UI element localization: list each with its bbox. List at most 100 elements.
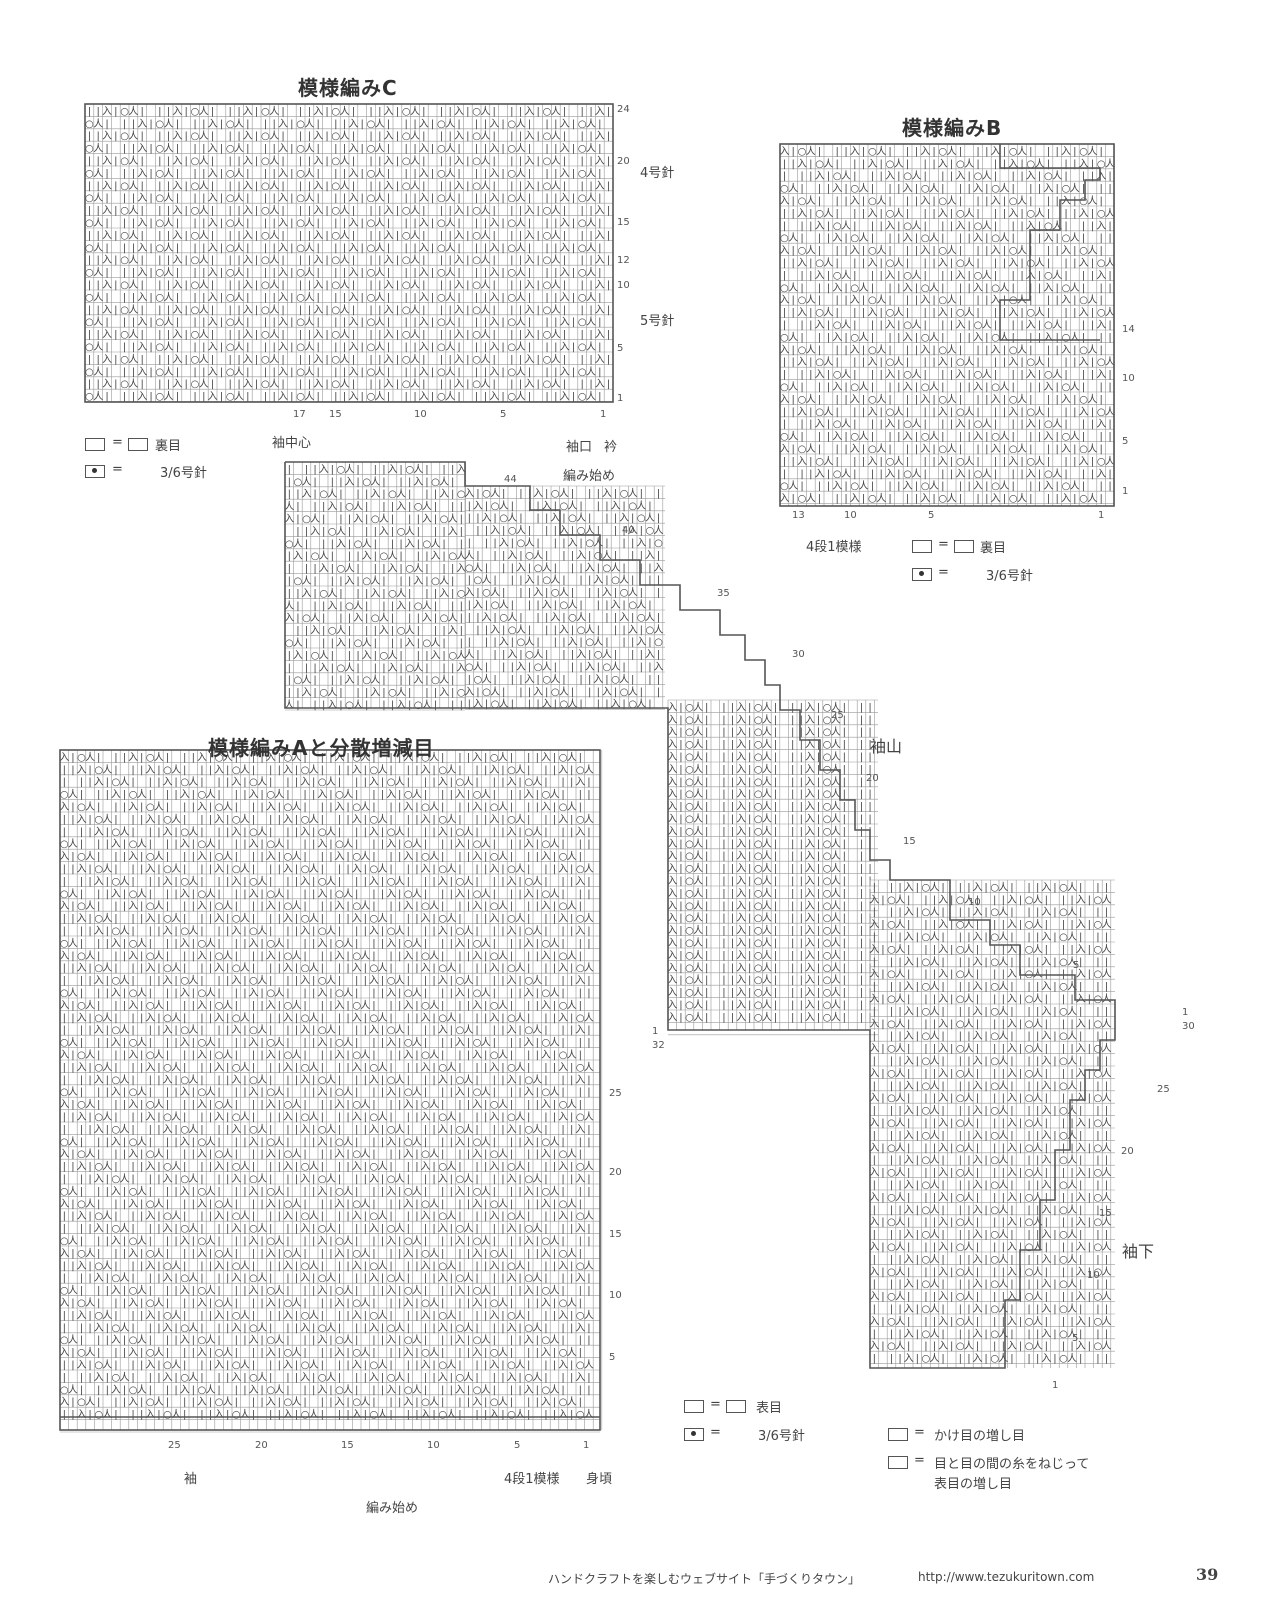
svg-text:|: | (915, 345, 918, 356)
svg-text:入: 入 (137, 392, 147, 403)
svg-text:人: 人 (340, 130, 350, 142)
svg-text:○: ○ (798, 295, 807, 306)
svg-text:|: | (273, 168, 276, 179)
svg-text:|: | (321, 765, 324, 776)
svg-text:入: 入 (524, 379, 534, 390)
svg-text:|: | (183, 765, 186, 776)
svg-text:|: | (792, 258, 795, 269)
svg-text:|: | (149, 243, 152, 254)
svg-text:入: 入 (797, 407, 807, 418)
svg-text:|: | (493, 1124, 496, 1135)
svg-text:|: | (537, 280, 540, 291)
svg-text:○: ○ (261, 230, 270, 241)
svg-text:|: | (200, 926, 203, 937)
svg-text:|: | (398, 790, 401, 801)
svg-text:|: | (63, 1224, 66, 1235)
svg-text:人: 人 (412, 1235, 422, 1247)
svg-text:|: | (1012, 481, 1015, 492)
svg-text:|: | (853, 308, 856, 319)
svg-text:人: 人 (947, 145, 957, 157)
svg-text:|: | (871, 221, 874, 232)
svg-text:|: | (440, 330, 443, 341)
svg-text:入: 入 (278, 392, 288, 403)
svg-text:|: | (246, 268, 249, 279)
svg-text:人: 人 (343, 1185, 353, 1197)
svg-text:|: | (1020, 308, 1023, 319)
svg-text:○: ○ (146, 752, 155, 763)
pattern-b-title: 模様編みB (902, 112, 1002, 141)
svg-text:|: | (343, 218, 346, 229)
svg-text:入: 入 (489, 243, 499, 254)
svg-text:入: 入 (335, 1100, 345, 1111)
svg-text:入: 入 (369, 976, 379, 987)
svg-text:○: ○ (261, 106, 270, 117)
svg-text:|: | (286, 1087, 289, 1098)
a-join-row-1: 1 (652, 1026, 658, 1037)
svg-text:○: ○ (543, 181, 552, 192)
svg-text:人: 人 (257, 1223, 267, 1235)
svg-text:|: | (114, 802, 117, 813)
svg-text:|: | (372, 889, 375, 900)
svg-text:|: | (1003, 196, 1006, 207)
svg-text:○: ○ (404, 1087, 413, 1098)
svg-text:|: | (836, 258, 839, 269)
svg-text:|: | (114, 814, 117, 825)
svg-text:|: | (536, 1186, 539, 1197)
svg-text:|: | (308, 280, 311, 291)
svg-text:|: | (915, 283, 918, 294)
svg-text:|: | (396, 305, 399, 316)
svg-text:|: | (132, 342, 135, 353)
svg-text:○: ○ (473, 988, 482, 999)
svg-text:|: | (114, 379, 117, 390)
svg-text:|: | (269, 1224, 272, 1235)
b-col-1: 1 (1098, 510, 1104, 521)
svg-text:○: ○ (542, 1236, 551, 1247)
svg-text:|: | (518, 1075, 521, 1086)
svg-text:|: | (295, 1013, 298, 1024)
svg-text:|: | (424, 1038, 427, 1049)
svg-text:|: | (880, 320, 883, 331)
svg-text:人: 人 (309, 1210, 319, 1222)
c-col-15: 15 (329, 409, 342, 420)
svg-text:入: 入 (595, 181, 605, 192)
svg-text:○: ○ (155, 218, 164, 229)
svg-text:入: 入 (249, 1087, 259, 1098)
svg-text:入: 入 (243, 156, 253, 167)
svg-text:人: 人 (446, 1161, 456, 1173)
svg-text:人: 人 (516, 118, 526, 130)
svg-text:人: 人 (171, 962, 181, 974)
svg-text:入: 入 (180, 938, 190, 949)
svg-text:|: | (220, 243, 223, 254)
svg-text:|: | (252, 1013, 255, 1024)
svg-text:人: 人 (964, 158, 974, 170)
svg-text:|: | (246, 168, 249, 179)
svg-text:|: | (378, 156, 381, 167)
svg-text:|: | (501, 243, 504, 254)
svg-text:|: | (192, 1100, 195, 1111)
svg-text:|: | (321, 1062, 324, 1073)
svg-text:|: | (158, 379, 161, 390)
svg-text:|: | (123, 1137, 126, 1148)
svg-text:入: 入 (145, 864, 155, 875)
svg-text:|: | (501, 144, 504, 155)
svg-text:人: 人 (999, 431, 1009, 443)
svg-text:○: ○ (387, 976, 396, 987)
svg-text:○: ○ (421, 1149, 430, 1160)
svg-text:|: | (217, 976, 220, 987)
svg-text:|: | (450, 1236, 453, 1247)
svg-text:|: | (229, 206, 232, 217)
svg-text:|: | (131, 1261, 134, 1272)
svg-text:|: | (88, 777, 91, 788)
svg-text:|: | (501, 1273, 504, 1284)
svg-text:人: 人 (206, 888, 216, 900)
footer-url[interactable]: http://www.tezukuritown.com (918, 1570, 1094, 1584)
svg-text:入: 入 (197, 1248, 207, 1259)
svg-text:○: ○ (472, 354, 481, 365)
svg-text:入: 入 (384, 131, 394, 142)
svg-text:○: ○ (404, 1236, 413, 1247)
svg-text:|: | (1020, 469, 1023, 480)
svg-text:人: 人 (410, 205, 420, 217)
svg-text:|: | (278, 901, 281, 912)
svg-text:入: 入 (128, 752, 138, 763)
svg-text:|: | (141, 181, 144, 192)
